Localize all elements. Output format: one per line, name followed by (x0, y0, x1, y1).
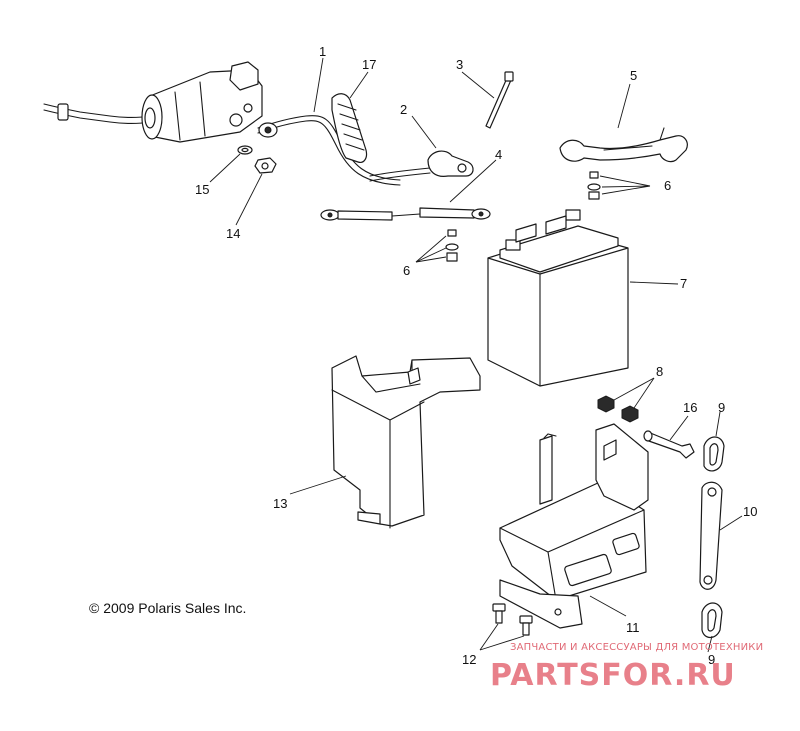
callout-17: 17 (362, 57, 376, 72)
ground-cable (320, 207, 491, 221)
battery-tray (499, 423, 649, 629)
watermark-tagline: ЗАПЧАСТИ И АКСЕССУАРЫ ДЛЯ МОТОТЕХНИКИ (510, 642, 763, 653)
cable-sleeve (331, 93, 368, 163)
hold-down-bolt (643, 430, 695, 459)
cable-tie (485, 71, 514, 129)
callout-labels: 1 17 3 5 2 4 6 15 14 6 7 8 16 9 13 10 11… (195, 44, 757, 667)
callout-16: 16 (683, 400, 697, 415)
callout-12: 12 (462, 652, 476, 667)
hardware-bolts-upper (587, 171, 601, 200)
starter-cable (257, 115, 401, 186)
watermark: ЗАПЧАСТИ И АКСЕССУАРЫ ДЛЯ МОТОТЕХНИКИ PA… (490, 642, 763, 693)
tray-bolts (492, 603, 533, 636)
washer-and-nut (237, 145, 277, 174)
tray-nuts (597, 395, 639, 423)
callout-10: 10 (743, 504, 757, 519)
hold-down-strap (699, 481, 723, 590)
battery-terminal-cable (369, 150, 474, 182)
hook-upper (703, 436, 725, 472)
callout-13: 13 (273, 496, 287, 511)
watermark-logo: PARTSFOR.RU (490, 658, 736, 693)
callout-1: 1 (319, 44, 326, 59)
callout-3: 3 (456, 57, 463, 72)
callout-4: 4 (495, 147, 502, 162)
callout-8: 8 (656, 364, 663, 379)
callout-6-lower: 6 (403, 263, 410, 278)
positive-cable (559, 127, 688, 163)
callout-5: 5 (630, 68, 637, 83)
leader-lines (209, 57, 743, 653)
callout-2: 2 (400, 102, 407, 117)
callout-9-lower: 9 (708, 652, 715, 667)
callout-15: 15 (195, 182, 209, 197)
copyright-notice: © 2009 Polaris Sales Inc. (89, 600, 246, 616)
starter-motor (43, 61, 263, 143)
callout-6-upper: 6 (664, 178, 671, 193)
callout-7: 7 (680, 276, 687, 291)
battery (487, 209, 629, 387)
callout-14: 14 (226, 226, 240, 241)
callout-9-upper: 9 (718, 400, 725, 415)
hardware-bolts-lower (445, 229, 459, 262)
callout-11: 11 (626, 620, 640, 635)
hook-lower (701, 602, 723, 639)
battery-cover (331, 355, 481, 529)
